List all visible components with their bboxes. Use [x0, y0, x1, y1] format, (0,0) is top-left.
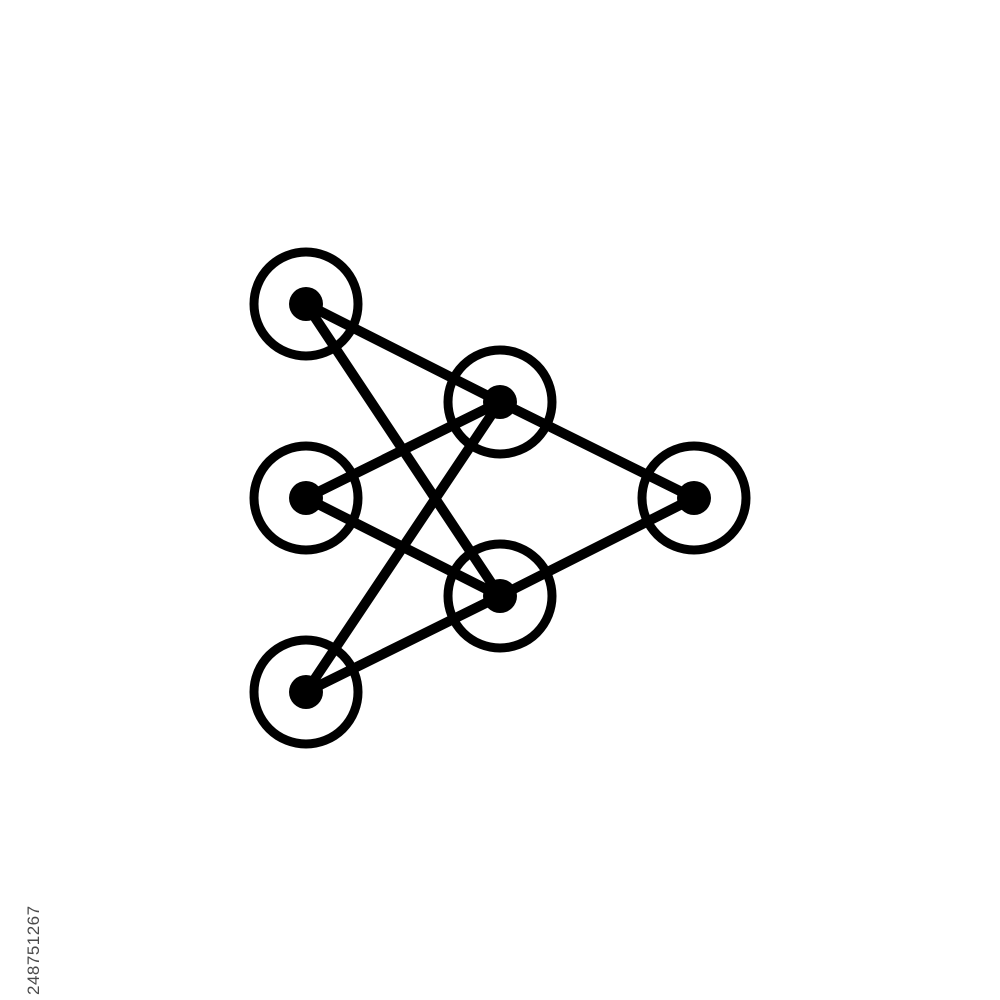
- network-node: [637, 441, 751, 555]
- input-layer: [249, 247, 363, 749]
- network-node: [249, 247, 363, 361]
- node-dot: [677, 481, 711, 515]
- connection-lines: [301, 299, 699, 697]
- node-ring: [249, 441, 363, 555]
- connection-line: [301, 591, 505, 697]
- node-ring: [443, 345, 557, 459]
- network-node: [443, 539, 557, 653]
- connection-line: [495, 397, 699, 503]
- connection-line: [301, 299, 505, 407]
- node-ring: [249, 635, 363, 749]
- hidden-layer: [443, 345, 557, 653]
- node-ring: [443, 539, 557, 653]
- network-node: [249, 441, 363, 555]
- connection-line: [495, 493, 699, 601]
- network-node: [249, 635, 363, 749]
- node-dot: [289, 481, 323, 515]
- node-dot: [289, 287, 323, 321]
- output-layer: [637, 441, 751, 555]
- network-node: [443, 345, 557, 459]
- node-dot: [483, 579, 517, 613]
- node-ring: [249, 247, 363, 361]
- node-ring: [637, 441, 751, 555]
- node-dot: [289, 675, 323, 709]
- stock-id-text: 248751267: [24, 905, 43, 995]
- connection-line: [301, 397, 505, 697]
- connection-line: [301, 397, 505, 503]
- node-dot: [483, 385, 517, 419]
